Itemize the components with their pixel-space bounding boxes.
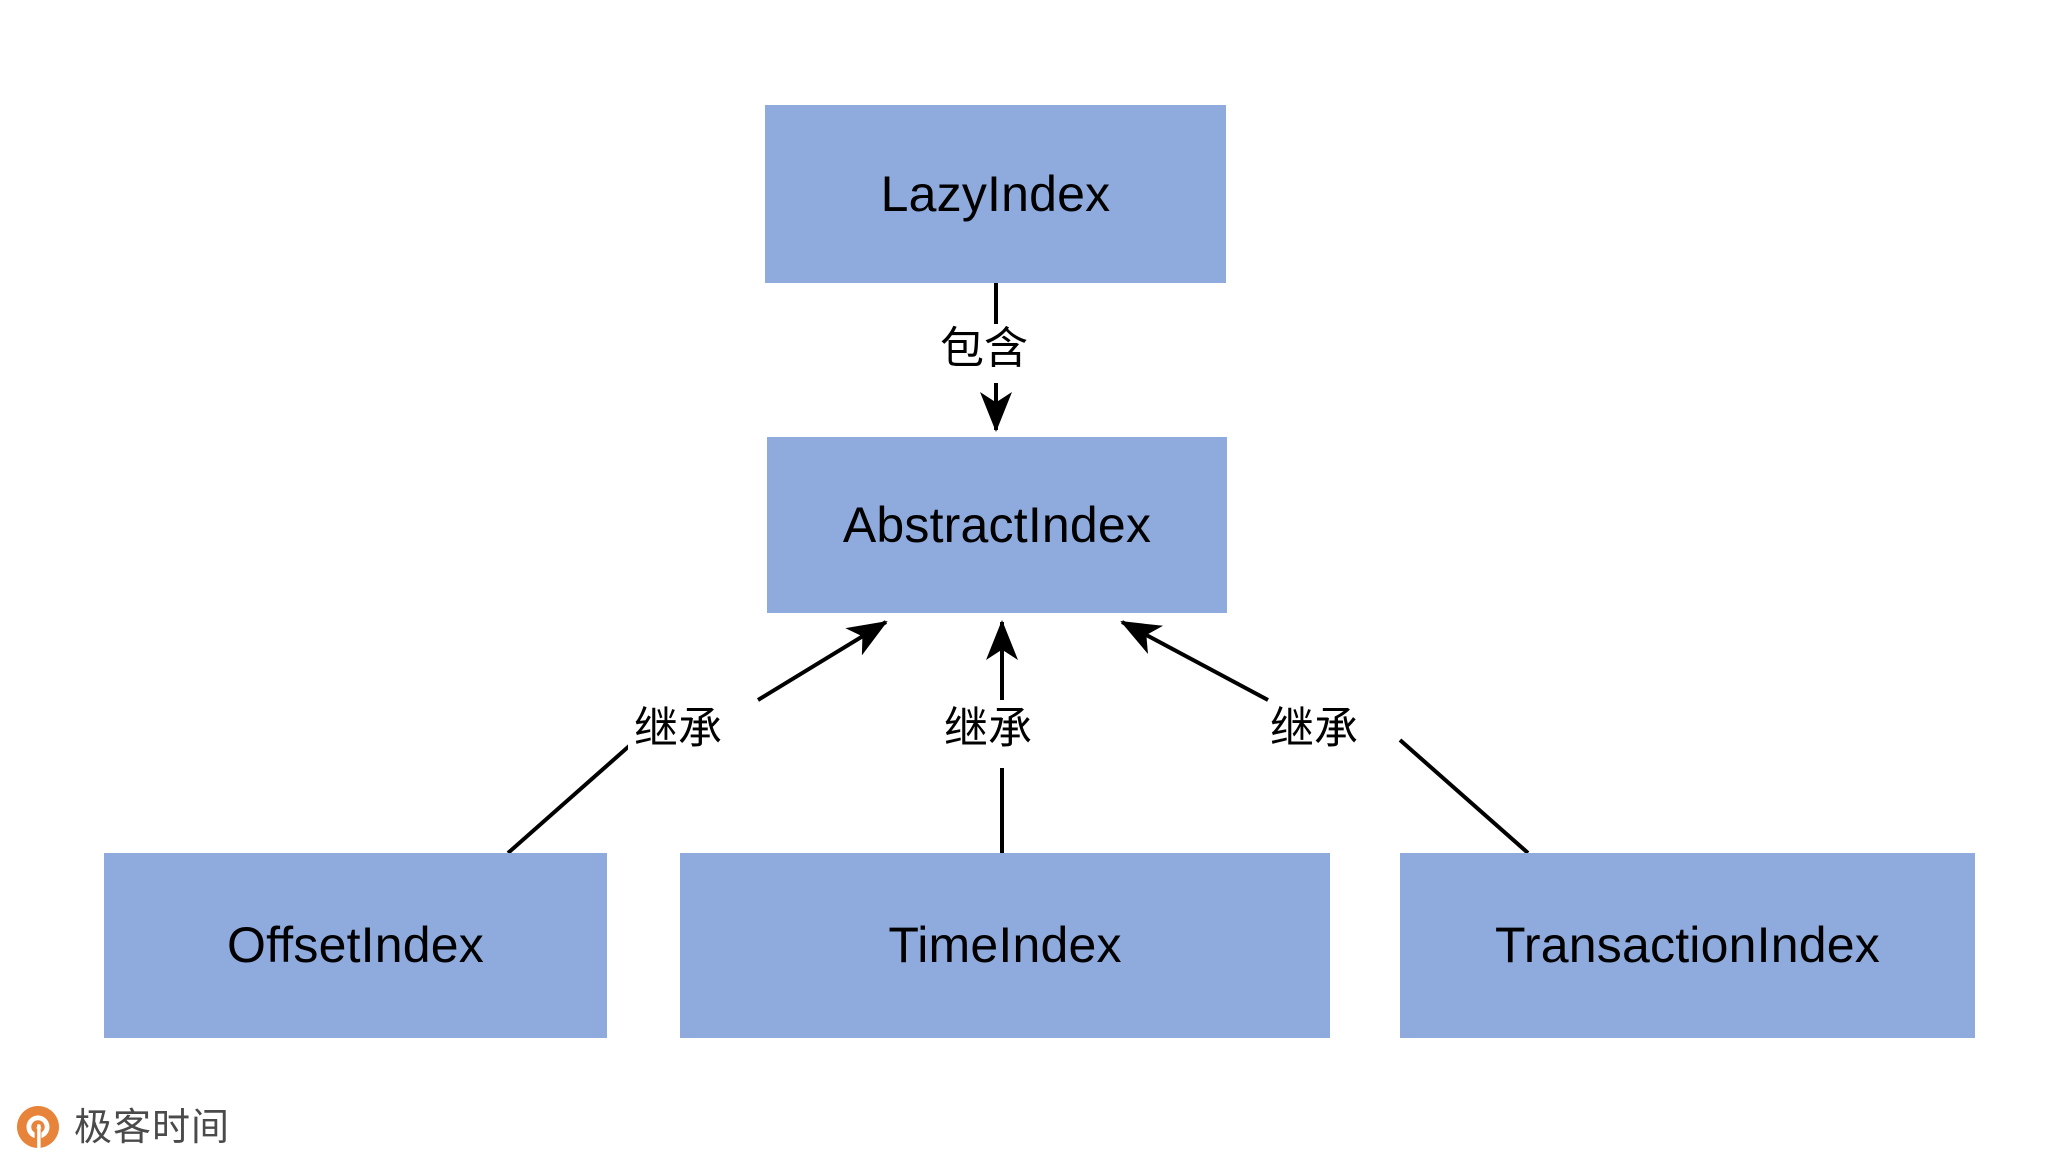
node-transactionindex-label: TransactionIndex [1495,917,1880,973]
watermark: 极客时间 [14,1104,230,1152]
edge-label-inherit-right: 继承 [1264,704,1364,754]
node-transactionindex[interactable]: TransactionIndex [1400,853,1975,1038]
edge-label-inherit-left: 继承 [628,704,728,754]
edge-label-inherit-mid: 继承 [938,704,1038,754]
edge-label-contains: 包含 [934,324,1034,374]
node-offsetindex-label: OffsetIndex [227,917,484,973]
node-timeindex[interactable]: TimeIndex [680,853,1330,1038]
watermark-text: 极客时间 [74,1107,231,1149]
node-abstractindex-label: AbstractIndex [842,496,1152,553]
geektime-logo-icon [17,1106,59,1149]
node-offsetindex[interactable]: OffsetIndex [104,853,607,1038]
node-timeindex-label: TimeIndex [888,917,1122,973]
node-lazyindex-label: LazyIndex [880,165,1111,222]
node-lazyindex[interactable]: LazyIndex [765,105,1226,283]
node-abstractindex[interactable]: AbstractIndex [767,437,1227,613]
